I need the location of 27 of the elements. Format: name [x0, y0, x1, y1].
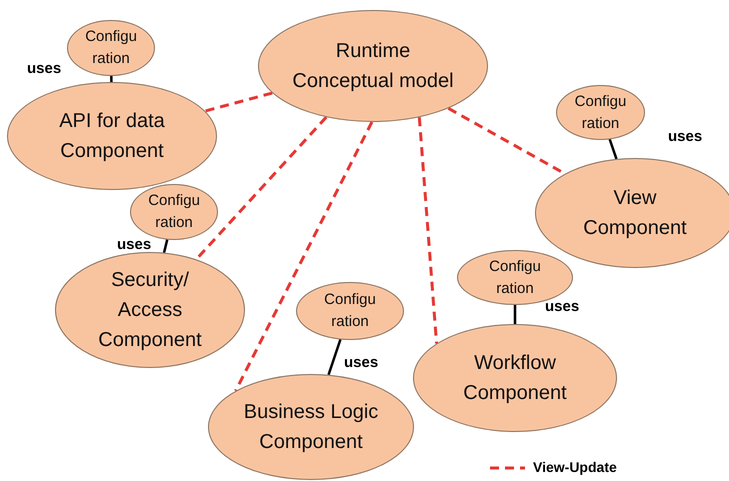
connector-line: [608, 139, 618, 160]
dashed-connector: [204, 92, 273, 112]
node-label: Security/ Access Component: [97, 268, 203, 353]
dashed-connector: [418, 117, 438, 344]
node-label: API for data Component: [58, 109, 166, 164]
connector-line: [327, 339, 342, 376]
node-label: Business Logic Component: [242, 400, 380, 455]
connector-line: [110, 76, 113, 82]
node-label: Configu ration: [574, 92, 627, 134]
connector-line: [514, 305, 516, 324]
edge-label: uses: [27, 60, 62, 77]
legend-label: View-Update: [533, 459, 617, 475]
node-label: Configu ration: [85, 27, 137, 69]
edge-label: uses: [344, 354, 378, 371]
node-label: Runtime Conceptual model: [291, 39, 455, 94]
edge-label: uses: [668, 128, 702, 145]
ellipse-node: [130, 184, 218, 240]
node-label: Configu ration: [488, 256, 542, 298]
edge-label: uses: [117, 236, 152, 253]
node-label: Workflow Component: [462, 351, 568, 406]
edge-label: uses: [545, 298, 580, 315]
node-label: Configu ration: [148, 191, 200, 233]
connector-line: [162, 239, 168, 253]
node-label: Configu ration: [323, 290, 377, 332]
dashed-connector: [195, 116, 328, 260]
dashed-connector: [234, 121, 374, 392]
node-label: View Component: [582, 186, 688, 241]
